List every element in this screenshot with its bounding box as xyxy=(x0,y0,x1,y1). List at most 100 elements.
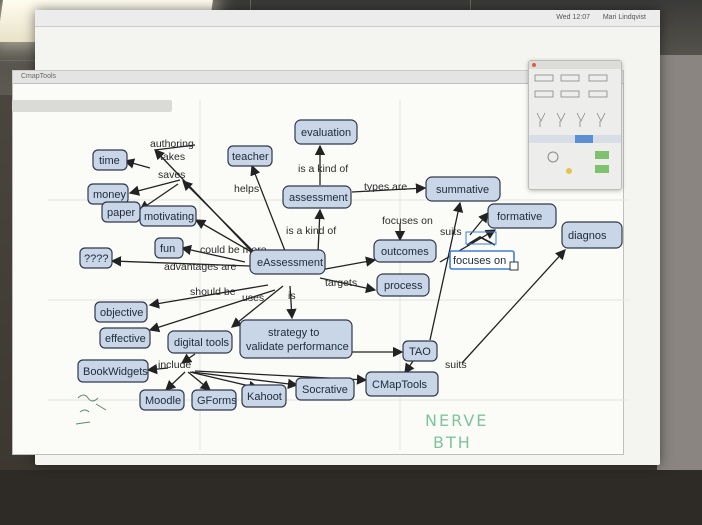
node-focuses-on-selected[interactable]: focuses on xyxy=(449,250,519,271)
link-label-takes: takes xyxy=(160,151,185,163)
node-digital-tools-label: digital tools xyxy=(174,337,230,349)
selected-link xyxy=(466,235,496,246)
link-label-suits-1: suits xyxy=(440,226,462,238)
node-paper[interactable]: paper xyxy=(101,201,141,223)
node-cmaptools-label: CMapTools xyxy=(372,379,428,391)
node-tao[interactable]: TAO xyxy=(402,340,438,362)
node-focuses-on-label: focuses on xyxy=(453,255,506,267)
node-outcomes[interactable]: outcomes xyxy=(373,239,437,263)
node-time-label: time xyxy=(99,155,120,167)
node-teacher[interactable]: teacher xyxy=(227,145,273,167)
node-objective[interactable]: objective xyxy=(94,301,148,323)
node-process[interactable]: process xyxy=(376,273,430,297)
link-label-targets: targets xyxy=(325,277,357,289)
link-label-include: include xyxy=(158,359,191,371)
link-label-helps: helps xyxy=(234,183,259,195)
palette-color-dot[interactable] xyxy=(566,168,572,174)
link-label-should-be: should be xyxy=(190,286,236,298)
node-kahoot[interactable]: Kahoot xyxy=(241,384,287,408)
node-gforms[interactable]: GForms xyxy=(191,389,237,411)
side-projection-panel xyxy=(657,55,702,470)
link-label-advantages-are: advantages are xyxy=(164,261,237,273)
handwriting-line-2: BTH xyxy=(433,433,472,452)
node-diagnostic[interactable]: diagnos xyxy=(561,221,623,249)
whiteboard-handwriting: NERVE BTH xyxy=(75,394,488,452)
link-label-uses: uses xyxy=(242,292,264,304)
node-eassessment[interactable]: eAssessment xyxy=(249,249,326,275)
node-summative[interactable]: summative xyxy=(425,176,501,202)
node-process-label: process xyxy=(384,280,423,292)
node-evaluation-label: evaluation xyxy=(301,127,351,139)
menubar-user: Mari Lindqvist xyxy=(602,14,646,21)
node-unknown[interactable]: ???? xyxy=(79,247,113,269)
os-menubar: Wed 12:07 Mari Lindqvist xyxy=(35,10,660,27)
node-motivating-label: motivating xyxy=(144,211,194,223)
link-label-types-are: types are xyxy=(364,181,407,193)
node-paper-label: paper xyxy=(107,207,135,219)
node-bookwidgets[interactable]: BookWidgets xyxy=(77,359,149,383)
node-socrative-label: Socrative xyxy=(302,384,348,396)
node-teacher-label: teacher xyxy=(232,151,269,163)
floor-shadow xyxy=(0,470,702,525)
node-evaluation[interactable]: evaluation xyxy=(294,119,358,145)
node-time[interactable]: time xyxy=(92,149,128,171)
styles-palette[interactable] xyxy=(528,60,622,190)
node-eassessment-label: eAssessment xyxy=(257,257,323,269)
node-strategy-label-line1: strategy to xyxy=(268,327,319,339)
concept-nodes: time money paper motivating fun ???? xyxy=(77,119,623,411)
link-label-is-a-kind-of-1: is a kind of xyxy=(298,163,348,175)
node-assessment-label: assessment xyxy=(289,192,348,204)
node-formative[interactable]: formative xyxy=(487,203,557,229)
link-label-suits-2: suits xyxy=(445,359,467,371)
app-title: CmapTools xyxy=(21,73,57,80)
node-tao-label: TAO xyxy=(409,346,431,358)
scribble-marks xyxy=(75,394,107,425)
node-kahoot-label: Kahoot xyxy=(247,391,282,403)
canvas-toolbar[interactable] xyxy=(12,100,172,112)
node-strategy-label-line2: validate performance xyxy=(246,341,349,353)
node-cmaptools[interactable]: CMapTools xyxy=(365,371,439,397)
node-summative-label: summative xyxy=(436,184,489,196)
node-bookwidgets-label: BookWidgets xyxy=(83,366,148,378)
palette-titlebar[interactable] xyxy=(529,61,621,69)
palette-controls[interactable] xyxy=(534,74,608,127)
link-label-saves: saves xyxy=(158,169,185,181)
node-diagnostic-label: diagnos xyxy=(568,230,607,242)
node-socrative[interactable]: Socrative xyxy=(295,377,355,401)
node-outcomes-label: outcomes xyxy=(381,246,429,258)
node-moodle[interactable]: Moodle xyxy=(139,389,185,411)
node-unknown-label: ???? xyxy=(84,253,108,265)
node-formative-label: formative xyxy=(497,211,542,223)
node-strategy[interactable]: strategy to validate performance xyxy=(239,319,353,359)
handwriting-line-1: NERVE xyxy=(425,411,488,430)
node-money[interactable]: money xyxy=(87,183,129,205)
styles-palette-contents xyxy=(529,61,621,174)
resize-handle-icon[interactable] xyxy=(509,261,519,271)
node-gforms-label: GForms xyxy=(197,395,237,407)
connection xyxy=(154,144,196,151)
close-icon[interactable] xyxy=(532,63,536,67)
palette-tab-active[interactable] xyxy=(575,135,593,143)
node-assessment[interactable]: assessment xyxy=(282,185,352,209)
menubar-clock: Wed 12:07 xyxy=(556,14,590,21)
node-effective[interactable]: effective xyxy=(99,327,151,349)
link-label-could-be-more: could be more xyxy=(200,244,267,256)
link-label-focuses-on-1: focuses on xyxy=(382,215,433,227)
link-label-is: is xyxy=(288,290,296,302)
link-label-is-a-kind-of-2: is a kind of xyxy=(286,225,336,237)
connections xyxy=(110,144,566,391)
node-motivating[interactable]: motivating xyxy=(139,205,197,227)
node-effective-label: effective xyxy=(105,333,146,345)
node-fun[interactable]: fun xyxy=(154,237,184,259)
palette-color-swatch[interactable] xyxy=(595,165,609,173)
node-objective-label: objective xyxy=(100,307,143,319)
link-selection-box xyxy=(465,231,497,245)
palette-color-swatch[interactable] xyxy=(595,151,609,159)
node-fun-label: fun xyxy=(160,243,175,255)
palette-option-icon[interactable] xyxy=(547,151,559,163)
node-digital-tools[interactable]: digital tools xyxy=(167,330,233,354)
node-money-label: money xyxy=(93,189,127,201)
node-moodle-label: Moodle xyxy=(145,395,181,407)
